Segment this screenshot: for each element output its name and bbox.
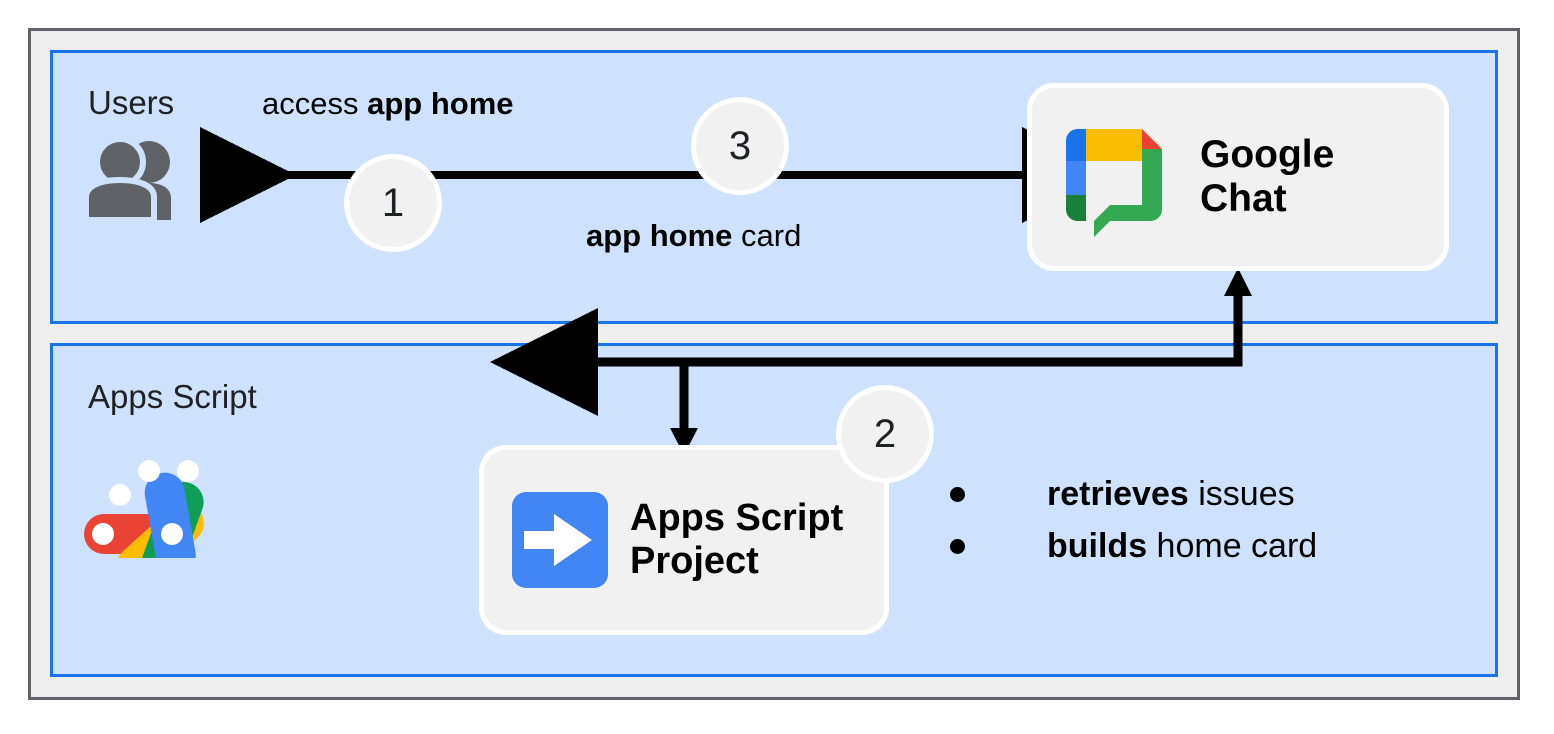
node-apps-script-project[interactable]: Apps Script Project — [484, 450, 884, 630]
step-badge-3[interactable]: 3 — [696, 102, 784, 190]
edge-label-home-card-bold: app home — [586, 218, 733, 253]
google-chat-logo-icon — [1054, 117, 1174, 237]
edge-label-access-regular: access — [262, 86, 368, 121]
edge-label-app-home-card: app home card — [586, 218, 801, 254]
edge-label-home-card-regular: card — [732, 218, 802, 253]
blue-right-arrow-icon — [512, 492, 608, 588]
users-people-icon — [78, 136, 184, 223]
bullet-dot-icon — [950, 538, 965, 554]
bullet-2-regular: home card — [1147, 526, 1318, 565]
bullet-dot-icon — [950, 486, 965, 502]
list-item: retrieves issues — [950, 468, 1317, 520]
node-google-chat-label: Google Chat — [1200, 133, 1335, 220]
node-google-chat[interactable]: Google Chat — [1032, 88, 1444, 266]
bullet-1-regular: issues — [1188, 474, 1295, 513]
step-badge-1[interactable]: 1 — [349, 159, 437, 247]
bullet-1-bold: retrieves — [1047, 474, 1189, 513]
step-badge-2[interactable]: 2 — [841, 390, 929, 478]
edge-label-access-app-home: access app home — [262, 86, 514, 122]
swimlane-users-title: Users — [88, 84, 175, 121]
list-item: builds home card — [950, 520, 1317, 572]
edge-label-access-bold: app home — [367, 86, 514, 121]
swimlane-apps-script-title: Apps Script — [88, 378, 257, 415]
node-apps-script-project-label: Apps Script Project — [630, 497, 844, 582]
apps-script-actions-list: retrieves issues builds home card — [950, 468, 1317, 572]
apps-script-logo-icon — [82, 440, 210, 587]
bullet-2-bold: builds — [1047, 526, 1148, 565]
